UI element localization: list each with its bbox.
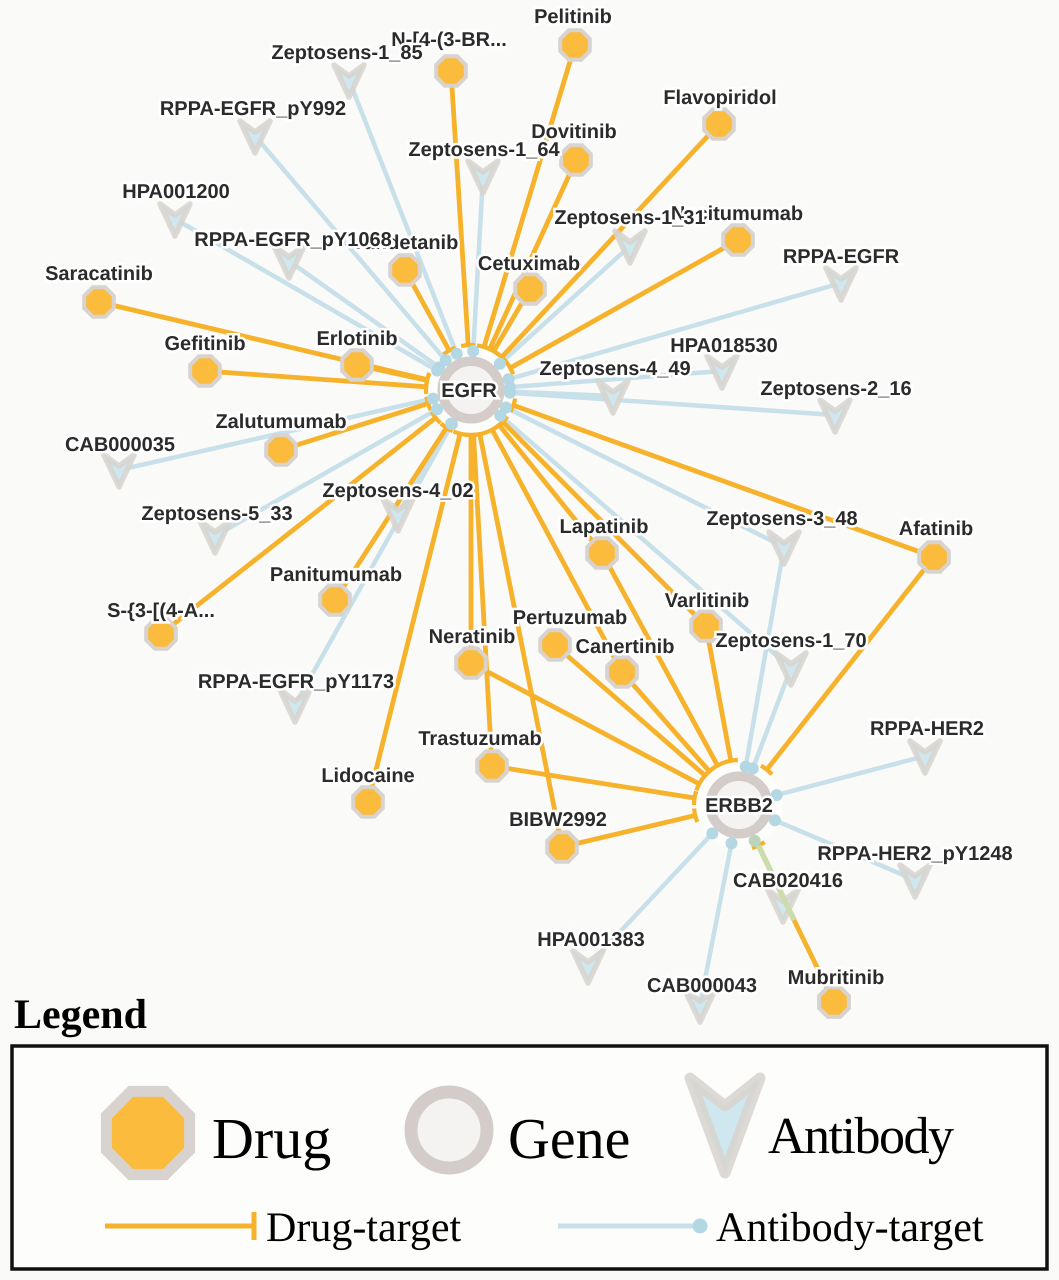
svg-text:CAB000035: CAB000035 (65, 434, 175, 456)
svg-text:N-[4-(3-BR...: N-[4-(3-BR... (391, 29, 507, 51)
svg-text:Cetuximab: Cetuximab (478, 253, 580, 275)
svg-text:RPPA-EGFR_pY992: RPPA-EGFR_pY992 (160, 98, 346, 120)
svg-text:CAB020416: CAB020416 (733, 870, 843, 892)
svg-text:RPPA-HER2_pY1248: RPPA-HER2_pY1248 (817, 843, 1012, 865)
svg-text:RPPA-EGFR: RPPA-EGFR (783, 246, 900, 268)
svg-text:RPPA-EGFR_pY1173: RPPA-EGFR_pY1173 (198, 671, 394, 693)
svg-text:Canertinib: Canertinib (576, 636, 675, 658)
svg-text:Mubritinib: Mubritinib (788, 967, 885, 989)
svg-text:Zeptosens-1_70: Zeptosens-1_70 (715, 630, 866, 652)
svg-text:Lapatinib: Lapatinib (560, 516, 649, 538)
svg-text:Panitumumab: Panitumumab (270, 564, 402, 586)
svg-text:Zeptosens-5_33: Zeptosens-5_33 (141, 503, 292, 525)
svg-text:Neratinib: Neratinib (429, 626, 516, 648)
svg-text:Gefitinib: Gefitinib (164, 333, 245, 355)
svg-text:ERBB2: ERBB2 (705, 795, 773, 817)
svg-text:Antibody: Antibody (768, 1108, 954, 1165)
svg-text:Zeptosens-2_16: Zeptosens-2_16 (760, 378, 911, 400)
svg-text:BIBW2992: BIBW2992 (509, 809, 607, 831)
svg-text:Antibody-target: Antibody-target (716, 1205, 984, 1251)
svg-text:Zeptosens-1_31: Zeptosens-1_31 (554, 207, 705, 229)
svg-text:Zeptosens-1_64: Zeptosens-1_64 (408, 139, 560, 161)
svg-text:Afatinib: Afatinib (899, 518, 973, 540)
svg-text:Trastuzumab: Trastuzumab (418, 728, 541, 750)
svg-text:Zeptosens-4_49: Zeptosens-4_49 (539, 358, 690, 380)
svg-text:EGFR: EGFR (441, 380, 497, 402)
svg-text:RPPA-EGFR_pY1068: RPPA-EGFR_pY1068 (194, 229, 391, 251)
svg-text:Zeptosens-4_02: Zeptosens-4_02 (322, 480, 473, 502)
svg-text:Zeptosens-1_85: Zeptosens-1_85 (271, 42, 422, 64)
svg-text:Drug: Drug (212, 1106, 331, 1171)
svg-text:Dovitinib: Dovitinib (531, 121, 617, 143)
svg-text:S-{3-[(4-A...: S-{3-[(4-A... (107, 600, 215, 622)
svg-text:HPA001383: HPA001383 (537, 929, 644, 951)
svg-text:Lidocaine: Lidocaine (321, 765, 414, 787)
svg-text:RPPA-HER2: RPPA-HER2 (870, 718, 984, 740)
svg-text:HPA018530: HPA018530 (670, 335, 777, 357)
svg-text:Legend: Legend (14, 992, 147, 1038)
svg-text:Pertuzumab: Pertuzumab (513, 607, 627, 629)
svg-text:HPA001200: HPA001200 (122, 181, 229, 203)
svg-text:Erlotinib: Erlotinib (316, 328, 397, 350)
svg-text:Necitumumab: Necitumumab (671, 203, 803, 225)
svg-text:Gene: Gene (508, 1106, 630, 1171)
svg-text:Vandetanib: Vandetanib (352, 232, 459, 254)
svg-text:Flavopiridol: Flavopiridol (663, 87, 776, 109)
svg-text:Saracatinib: Saracatinib (45, 263, 153, 285)
svg-text:Varlitinib: Varlitinib (665, 590, 749, 612)
svg-text:Drug-target: Drug-target (266, 1205, 461, 1251)
svg-text:Pelitinib: Pelitinib (534, 6, 612, 28)
svg-text:Zeptosens-3_48: Zeptosens-3_48 (706, 508, 857, 530)
svg-text:Zalutumumab: Zalutumumab (215, 411, 346, 433)
svg-text:CAB000043: CAB000043 (647, 975, 757, 997)
